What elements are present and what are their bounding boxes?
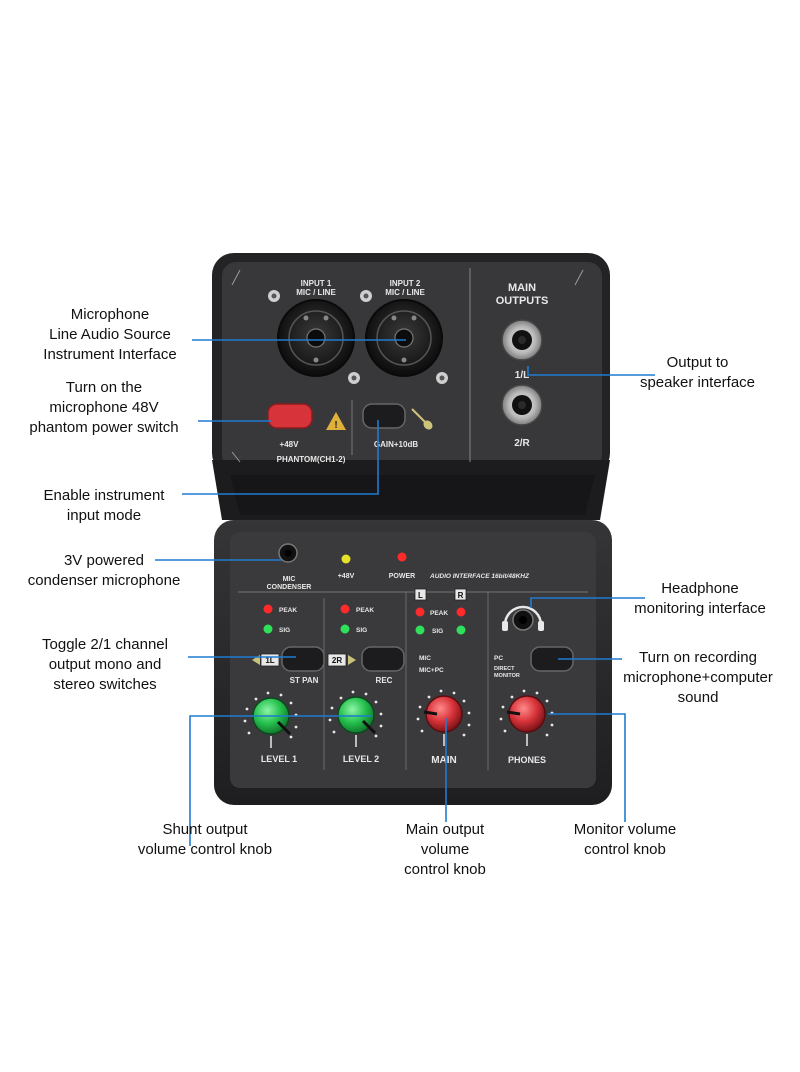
level2-label: LEVEL 2 xyxy=(343,754,379,764)
xlr-input-1-jack[interactable] xyxy=(268,290,360,384)
callout-microphone-input: Microphone Line Audio Source Instrument … xyxy=(43,306,177,363)
rec-mic-label: MIC xyxy=(419,655,431,662)
callout-mono-stereo: Toggle 2/1 channel output mono and stere… xyxy=(42,636,168,693)
mic-condenser-label-line1: MIC xyxy=(283,576,296,583)
callout-condenser-mic: 3V powered condenser microphone xyxy=(27,552,181,589)
callout-instrument-mode: Enable instrument input mode xyxy=(43,487,165,524)
main-r-peak-led xyxy=(456,607,466,617)
rec-label: REC xyxy=(376,676,393,685)
callout-phantom-switch: Turn on the microphone 48V phantom power… xyxy=(29,379,179,436)
svg-text:!: ! xyxy=(334,420,337,431)
input2-label-line2: MIC / LINE xyxy=(385,288,425,297)
phones-knob[interactable] xyxy=(506,695,546,733)
callout-recording: Turn on recording microphone+computer so… xyxy=(623,649,773,706)
level2-knob[interactable] xyxy=(337,696,377,735)
callout-main-knob: Main output volume control knob xyxy=(404,821,486,878)
mic-condenser-label-line2: CONDENSER xyxy=(267,584,312,591)
warning-icon xyxy=(326,412,346,430)
ch1-peak-led xyxy=(263,604,273,614)
callout-monitor-knob: Monitor volume control knob xyxy=(573,821,677,858)
power-label: POWER xyxy=(389,573,415,580)
ch1-peak-label: PEAK xyxy=(279,607,297,614)
monitor-pc-label: PC xyxy=(494,655,503,662)
callout-leader-lines xyxy=(155,339,655,846)
one-l-label: 1L xyxy=(265,656,274,665)
main-label: MAIN xyxy=(431,755,457,766)
callout-headphone: Headphone monitoring interface xyxy=(634,580,766,617)
phantom-48v-label: +48V xyxy=(280,440,300,449)
main-l-label: L xyxy=(418,591,423,600)
headphone-icon xyxy=(503,605,543,626)
level1-label: LEVEL 1 xyxy=(261,754,297,764)
phantom-label: PHANTOM(CH1-2) xyxy=(277,455,346,464)
callout-speaker-output: Output to speaker interface xyxy=(639,354,756,391)
main-outputs-label-line2: OUTPUTS xyxy=(496,295,549,307)
input1-label-line2: MIC / LINE xyxy=(296,288,336,297)
top-panel: INPUT 1 MIC / LINE INPUT 2 MIC / LINE xyxy=(231,268,584,464)
main-knob[interactable] xyxy=(423,695,463,733)
main-peak-label: PEAK xyxy=(430,610,448,617)
phones-label: PHONES xyxy=(508,755,546,765)
output-1l-label: 1/L xyxy=(515,370,529,381)
ch2-sig-led xyxy=(340,624,350,634)
rec-switch[interactable] xyxy=(361,646,405,672)
rec-mic-pc-label: MIC+PC xyxy=(419,667,444,674)
instrument-gain-button[interactable] xyxy=(362,403,406,429)
output-2r-label: 2/R xyxy=(514,438,530,449)
main-sig-label: SIG xyxy=(432,628,443,635)
two-r-label: 2R xyxy=(332,656,342,665)
ch1-sig-label: SIG xyxy=(279,627,290,634)
ch1-sig-led xyxy=(263,624,273,634)
power-led xyxy=(397,552,407,562)
knob-scales xyxy=(243,689,554,739)
brand-text: AUDIO INTERFACE 16bit/48KHZ xyxy=(429,573,530,580)
main-r-sig-led xyxy=(456,625,466,635)
guitar-icon xyxy=(411,408,433,430)
main-l-sig-led xyxy=(415,625,425,635)
output-jack-2r[interactable] xyxy=(501,384,543,426)
input2-label-line1: INPUT 2 xyxy=(390,279,421,288)
ch2-sig-label: SIG xyxy=(356,627,367,634)
ch2-peak-label: PEAK xyxy=(356,607,374,614)
xlr-input-2-jack[interactable] xyxy=(360,290,448,384)
direct-monitor-label-line1: DIRECT xyxy=(494,666,515,672)
st-pan-label: ST PAN xyxy=(290,676,319,685)
st-pan-switch[interactable] xyxy=(281,646,325,672)
main-r-label: R xyxy=(458,591,464,600)
main-l-peak-led xyxy=(415,607,425,617)
direct-monitor-label-line2: MONITOR xyxy=(494,673,520,679)
phantom-power-button[interactable] xyxy=(267,403,313,429)
input1-label-line1: INPUT 1 xyxy=(301,279,332,288)
gain-label: GAIN+10dB xyxy=(374,440,418,449)
callout-shunt-knob: Shunt output volume control knob xyxy=(137,821,273,858)
main-outputs-label-line1: MAIN xyxy=(508,282,536,294)
ch2-peak-led xyxy=(340,604,350,614)
led-48v-label: +48V xyxy=(338,573,355,580)
output-jack-1l[interactable] xyxy=(501,319,543,361)
phantom-led xyxy=(341,554,351,564)
